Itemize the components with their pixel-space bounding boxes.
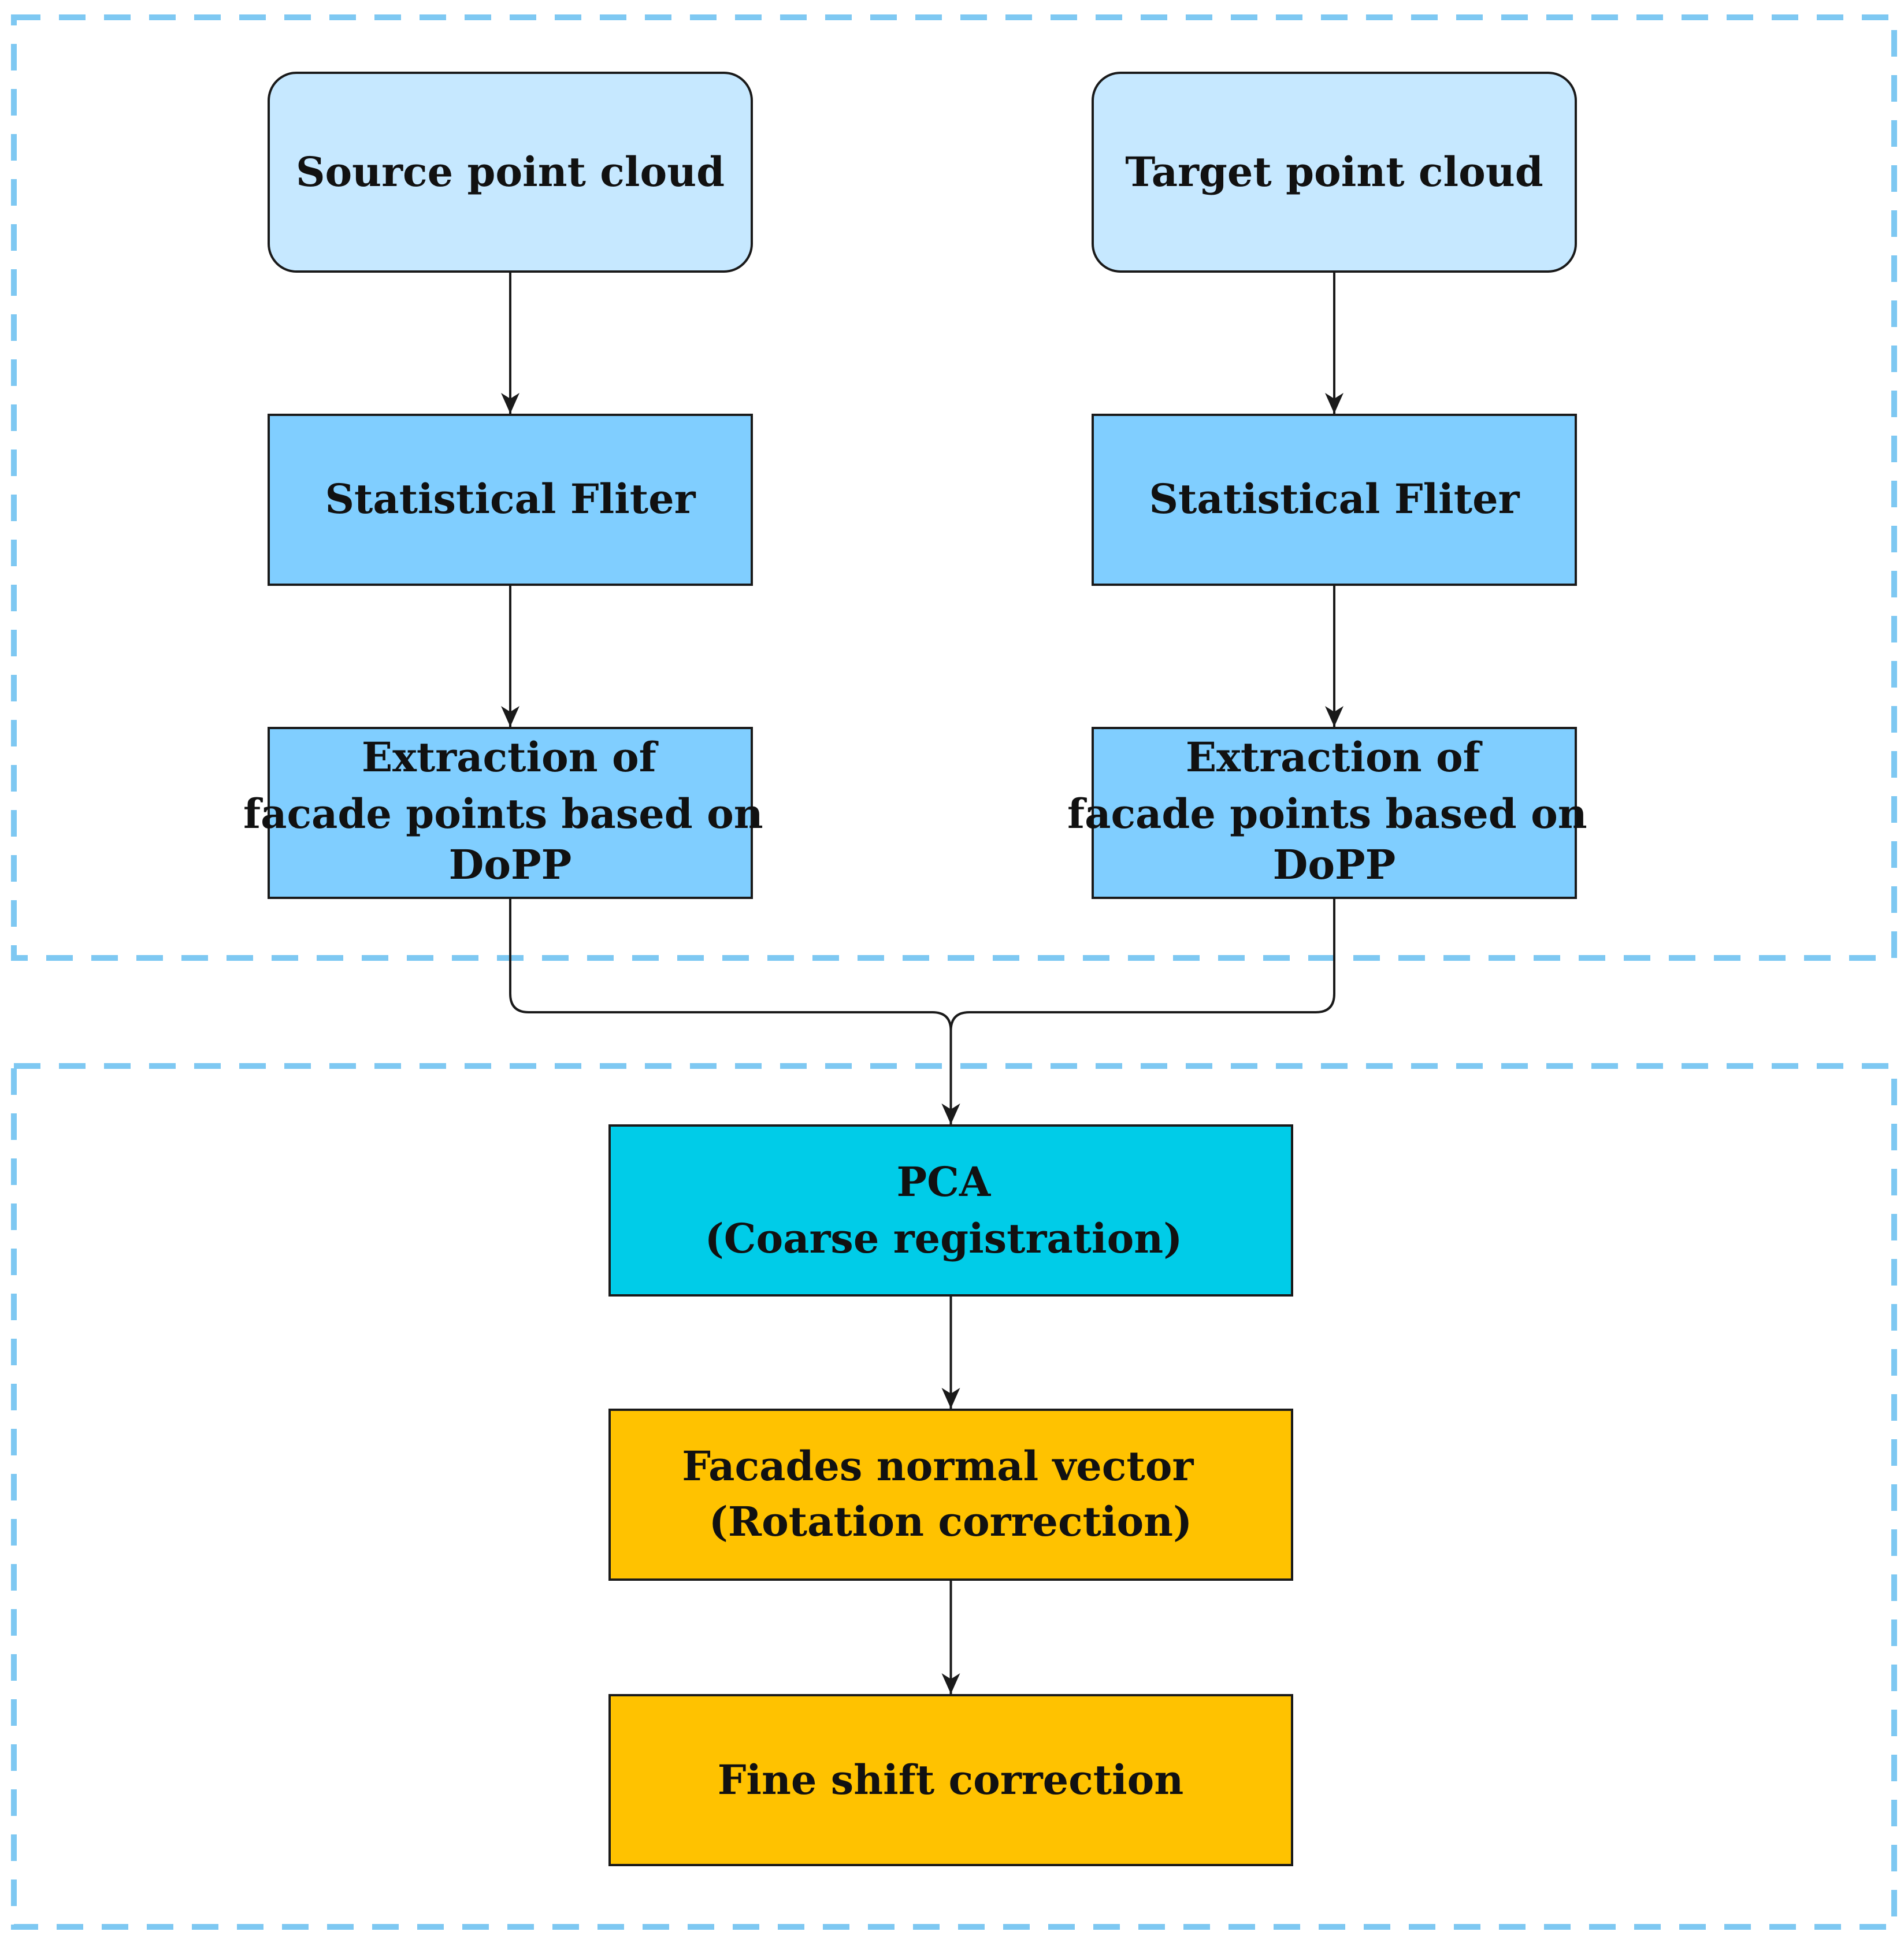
statistical-filter-left-label: Statistical Fliter [325,475,696,523]
arrow-extract_left-to-pca [509,898,960,1124]
fine-shift-correction-label: Fine shift correction [718,1756,1184,1804]
pca-coarse-registration-label: PCA (Coarse registration) [705,1158,1183,1262]
registration-group-border [11,1063,1897,1930]
facade-extraction-right-label: Extraction of facade points based on DoP… [1067,733,1601,889]
arrow-extract_right-to-pca [941,898,1335,1124]
source-point-cloud-node: Source point cloud [268,72,753,273]
source-point-cloud-label: Source point cloud [296,148,725,196]
statistical-filter-left-node: Statistical Fliter [268,414,753,586]
facade-extraction-left-label: Extraction of facade points based on DoP… [243,733,777,889]
facades-normal-vector-node: Facades normal vector (Rotation correcti… [608,1409,1293,1581]
target-point-cloud-node: Target point cloud [1092,72,1577,273]
statistical-filter-right-node: Statistical Fliter [1092,414,1577,586]
target-point-cloud-label: Target point cloud [1125,148,1543,196]
pca-coarse-registration-node: PCA (Coarse registration) [608,1124,1293,1297]
statistical-filter-right-label: Statistical Fliter [1149,475,1520,523]
connectors [501,272,1343,1694]
preprocessing-group-border [11,14,1897,961]
fine-shift-correction-node: Fine shift correction [608,1694,1293,1866]
facade-extraction-left-node: Extraction of facade points based on DoP… [243,727,777,899]
facade-extraction-right-node: Extraction of facade points based on DoP… [1067,727,1601,899]
facades-normal-vector-label: Facades normal vector (Rotation correcti… [682,1442,1207,1546]
